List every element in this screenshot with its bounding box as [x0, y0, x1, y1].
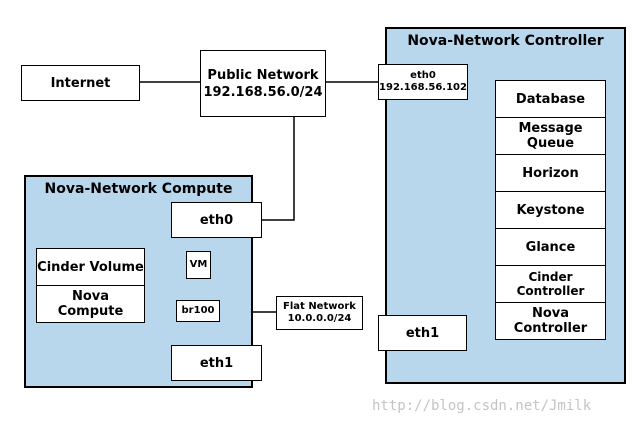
internet-box: Internet: [21, 65, 140, 101]
watermark: http://blog.csdn.net/Jmilk: [372, 398, 592, 414]
controller-eth0-name: eth0: [410, 70, 436, 81]
controller-eth0-box: eth0 192.168.56.102: [378, 64, 468, 100]
wire-public-compute-eth0: [262, 117, 295, 221]
public-network-box: Public Network 192.168.56.0/24: [200, 50, 326, 117]
compute-eth0-box: eth0: [171, 202, 262, 238]
public-network-name: Public Network: [207, 67, 319, 83]
service-keystone: Keystone: [495, 191, 606, 229]
controller-eth1-box: eth1: [378, 315, 467, 351]
compute-title: Nova-Network Compute: [44, 181, 233, 197]
service-glance: Glance: [495, 228, 606, 266]
compute-services: Cinder Volume Nova Compute: [36, 248, 145, 323]
service-cinder-volume: Cinder Volume: [36, 248, 145, 286]
vm-box: VM: [186, 251, 211, 279]
service-cinder-controller: Cinder Controller: [495, 265, 606, 303]
service-nova-compute: Nova Compute: [36, 285, 145, 323]
public-network-cidr: 192.168.56.0/24: [203, 84, 323, 100]
controller-title: Nova-Network Controller: [407, 33, 604, 49]
service-nova-controller: Nova Controller: [495, 302, 606, 340]
service-horizon: Horizon: [495, 154, 606, 192]
controller-eth0-ip: 192.168.56.102: [379, 82, 467, 93]
service-message-queue: Message Queue: [495, 117, 606, 155]
service-database: Database: [495, 80, 606, 118]
flat-network-box: Flat Network 10.0.0.0/24: [276, 296, 363, 330]
controller-services: Database Message Queue Horizon Keystone …: [495, 80, 606, 340]
compute-eth1-box: eth1: [171, 345, 262, 381]
flat-network-name: Flat Network: [283, 301, 356, 312]
flat-network-cidr: 10.0.0.0/24: [287, 313, 352, 324]
br100-box: br100: [176, 300, 220, 322]
